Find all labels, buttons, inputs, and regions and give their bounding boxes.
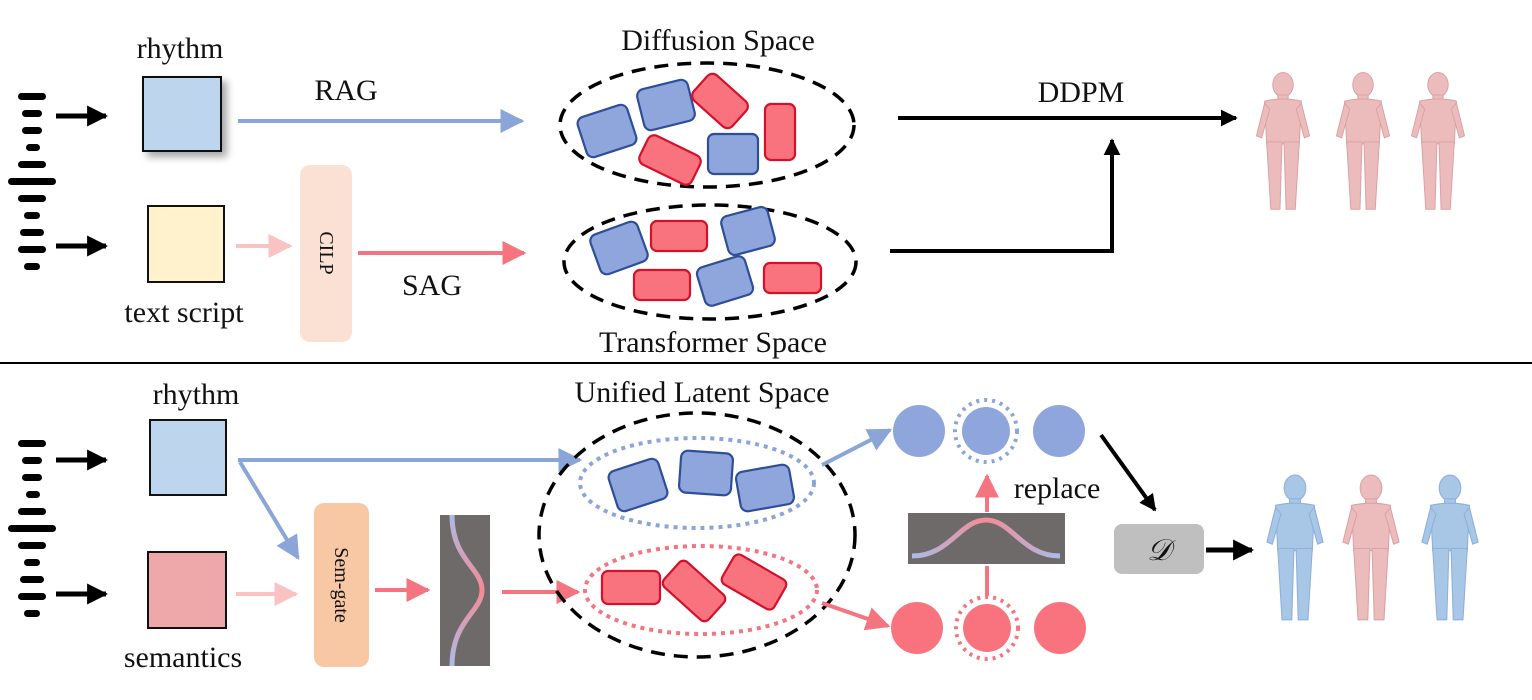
decoder-box bbox=[1114, 524, 1204, 574]
audio-waveform-top-icon bbox=[8, 93, 56, 270]
clip-encoder-label: CILP bbox=[315, 231, 337, 274]
human-figure-bottom-2 bbox=[1342, 474, 1400, 621]
rhythm-label-top: rhythm bbox=[137, 32, 224, 65]
rhythm-label-bottom: rhythm bbox=[153, 378, 240, 411]
sem-gate-label: Sem-gate bbox=[330, 547, 352, 623]
diffusion-token-red bbox=[763, 102, 797, 162]
human-figure-top-1 bbox=[1255, 72, 1311, 210]
text-script-box bbox=[147, 205, 225, 283]
semantic-circle bbox=[891, 602, 943, 654]
generated-humans-top bbox=[1255, 72, 1466, 210]
diffusion-space-ellipse bbox=[558, 61, 856, 189]
unified-token-blue bbox=[734, 463, 796, 513]
rhythm-circle bbox=[1033, 405, 1085, 457]
unified-rhythm-subspace bbox=[578, 436, 816, 530]
unified-token-red bbox=[720, 553, 788, 611]
human-figure-bottom-3 bbox=[1421, 474, 1479, 621]
unified-semantic-tokens bbox=[600, 553, 788, 623]
rhythm-circle-replaced-inner bbox=[962, 407, 1010, 455]
clip-encoder-box bbox=[300, 165, 352, 342]
diffusion-token-red bbox=[638, 134, 702, 186]
bottom-section: rhythm semantics Sem-gate Unified Latent… bbox=[8, 376, 1479, 674]
circles-to-decoder-arrow bbox=[1099, 433, 1157, 512]
text-script-label: text script bbox=[124, 296, 244, 329]
unified-latent-space-label: Unified Latent Space bbox=[575, 376, 830, 409]
rhythm-to-semgate-arrow bbox=[238, 460, 300, 561]
semantic-circle-replacer-inner bbox=[963, 604, 1011, 652]
replace-label: replace bbox=[1014, 472, 1101, 505]
diffusion-token-red bbox=[691, 72, 749, 130]
unified-token-blue bbox=[607, 457, 669, 513]
unified-token-red bbox=[661, 559, 727, 623]
diffusion-token-blue bbox=[576, 103, 638, 159]
transformer-token-red bbox=[649, 219, 709, 253]
gaussian-curve-vertical bbox=[449, 514, 485, 667]
ddpm-label: DDPM bbox=[1038, 76, 1125, 109]
unified-rhythm-tokens bbox=[607, 449, 796, 513]
human-figure-top-3 bbox=[1410, 72, 1466, 210]
transformer-space-ellipse bbox=[562, 203, 858, 321]
semantics-label: semantics bbox=[124, 641, 242, 674]
transformer-token-red bbox=[632, 268, 692, 302]
transformer-token-blue bbox=[589, 220, 649, 276]
transformer-to-ddpm-arrow bbox=[890, 138, 1121, 253]
semantic-circles bbox=[891, 595, 1086, 661]
unified-token-red bbox=[600, 569, 662, 606]
rhythm-circle-replaced bbox=[953, 398, 1019, 464]
human-figure-top-2 bbox=[1335, 72, 1391, 210]
sag-label: SAG bbox=[402, 269, 462, 302]
rhythm-box-bottom bbox=[149, 419, 227, 496]
transformer-tokens bbox=[589, 205, 823, 307]
semantic-circle-replacer bbox=[954, 595, 1020, 661]
gaussian-curve-horizontal bbox=[911, 517, 1061, 559]
transformer-token-red bbox=[762, 261, 823, 295]
semantic-circle bbox=[1034, 602, 1086, 654]
rhythm-circle bbox=[893, 405, 945, 457]
transformer-space-label: Transformer Space bbox=[599, 326, 827, 359]
diffusion-token-blue bbox=[706, 132, 760, 176]
rhythm-circles bbox=[893, 398, 1085, 464]
unified-to-semantic-circles-arrow bbox=[821, 601, 891, 631]
rag-label: RAG bbox=[314, 74, 377, 107]
diffusion-tokens bbox=[576, 72, 797, 186]
unified-latent-space-ellipse bbox=[537, 411, 857, 659]
unified-to-rhythm-circles-arrow bbox=[821, 428, 893, 467]
audio-waveform-bottom-icon bbox=[8, 440, 56, 617]
transformer-token-blue bbox=[695, 255, 755, 307]
unified-token-blue bbox=[677, 449, 735, 497]
human-figure-bottom-1 bbox=[1266, 474, 1324, 621]
semantics-box bbox=[147, 551, 227, 629]
unified-semantic-subspace bbox=[583, 544, 819, 636]
diffusion-token-blue bbox=[636, 78, 696, 132]
rhythm-box-top bbox=[142, 76, 222, 152]
generated-humans-bottom bbox=[1266, 474, 1479, 621]
transformer-token-blue bbox=[720, 205, 776, 257]
top-section: rhythm text script CILP RAG SAG Diffusio… bbox=[8, 24, 1466, 359]
diffusion-space-label: Diffusion Space bbox=[621, 24, 815, 57]
sem-gate-box bbox=[314, 503, 369, 667]
